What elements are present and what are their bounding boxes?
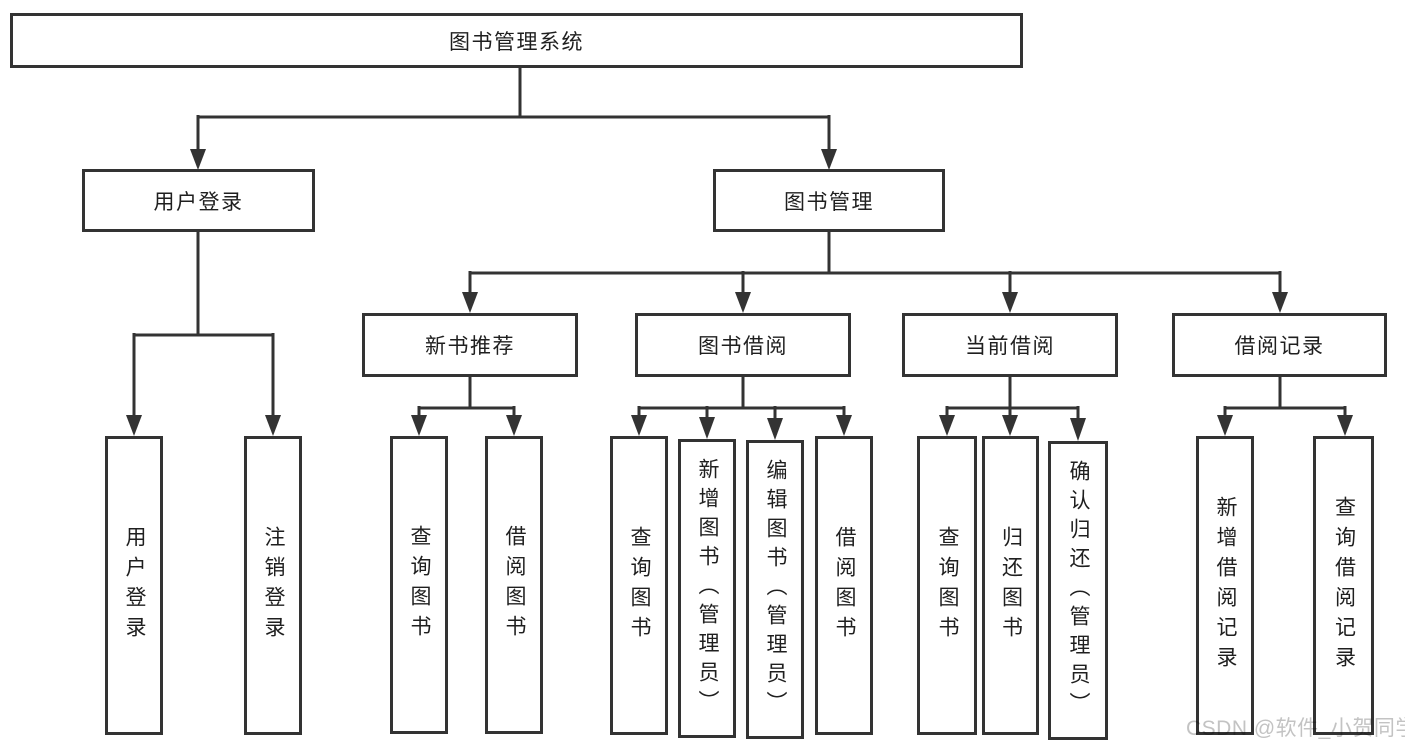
node-label: 查询图书 xyxy=(628,525,651,646)
node-label: 新书推荐 xyxy=(425,335,515,358)
node-label: 确认归还（管理员） xyxy=(1067,460,1090,721)
node-label: 图书借阅 xyxy=(698,335,788,358)
leaf-confirm-return-admin: 确认归还（管理员） xyxy=(1048,441,1108,740)
leaf-query-borrow-record: 查询借阅记录 xyxy=(1313,436,1374,735)
node-label: 新增图书（管理员） xyxy=(696,458,719,719)
connector-current-borrow-to-leaves xyxy=(939,376,1086,441)
node-label: 查询图书 xyxy=(936,525,959,646)
connector-borrow-record-to-leaves xyxy=(1217,376,1353,436)
connector-book-borrow-to-leaves xyxy=(631,376,852,440)
node-label: 新增借阅记录 xyxy=(1214,495,1237,676)
leaf-add-book-admin: 新增图书（管理员） xyxy=(678,439,736,738)
node-book-management: 图书管理 xyxy=(713,169,945,232)
node-current-borrow: 当前借阅 xyxy=(902,313,1118,377)
node-user-login: 用户登录 xyxy=(82,169,315,232)
node-new-book-recommend: 新书推荐 xyxy=(362,313,578,377)
node-borrow-record: 借阅记录 xyxy=(1172,313,1387,377)
node-root-system: 图书管理系统 xyxy=(10,13,1023,68)
node-label: 借阅记录 xyxy=(1234,335,1325,358)
leaf-add-borrow-record: 新增借阅记录 xyxy=(1196,436,1254,735)
node-label: 注销登录 xyxy=(262,525,285,646)
leaf-logout: 注销登录 xyxy=(244,436,302,735)
leaf-query-book-borrow: 查询图书 xyxy=(610,436,668,735)
node-label: 用户登录 xyxy=(153,190,244,214)
leaf-edit-book-admin: 编辑图书（管理员） xyxy=(746,440,804,739)
leaf-borrow-book-recommend: 借阅图书 xyxy=(485,436,543,734)
node-label: 图书管理 xyxy=(784,190,874,214)
node-label: 编辑图书（管理员） xyxy=(764,459,787,720)
node-label: 借阅图书 xyxy=(503,525,526,645)
leaf-return-book: 归还图书 xyxy=(982,436,1039,735)
node-label: 查询图书 xyxy=(408,525,431,645)
node-label: 当前借阅 xyxy=(965,335,1055,358)
connector-book-management-to-level3 xyxy=(462,231,1288,313)
leaf-query-book-current: 查询图书 xyxy=(917,436,977,735)
node-label: 图书管理系统 xyxy=(449,30,584,54)
node-label: 归还图书 xyxy=(999,525,1023,646)
leaf-borrow-book: 借阅图书 xyxy=(815,436,873,735)
node-label: 查询借阅记录 xyxy=(1332,495,1356,676)
connector-user-login-to-leaves xyxy=(126,231,281,436)
watermark-text: CSDN @软件_小贺同学 xyxy=(1186,717,1405,740)
node-book-borrow: 图书借阅 xyxy=(635,313,851,377)
node-label: 借阅图书 xyxy=(833,525,856,646)
leaf-user-login: 用户登录 xyxy=(105,436,163,735)
connector-root-to-level2 xyxy=(190,66,837,170)
leaf-query-book-recommend: 查询图书 xyxy=(390,436,448,734)
node-label: 用户登录 xyxy=(123,525,146,646)
connector-new-book-to-leaves xyxy=(411,376,522,436)
